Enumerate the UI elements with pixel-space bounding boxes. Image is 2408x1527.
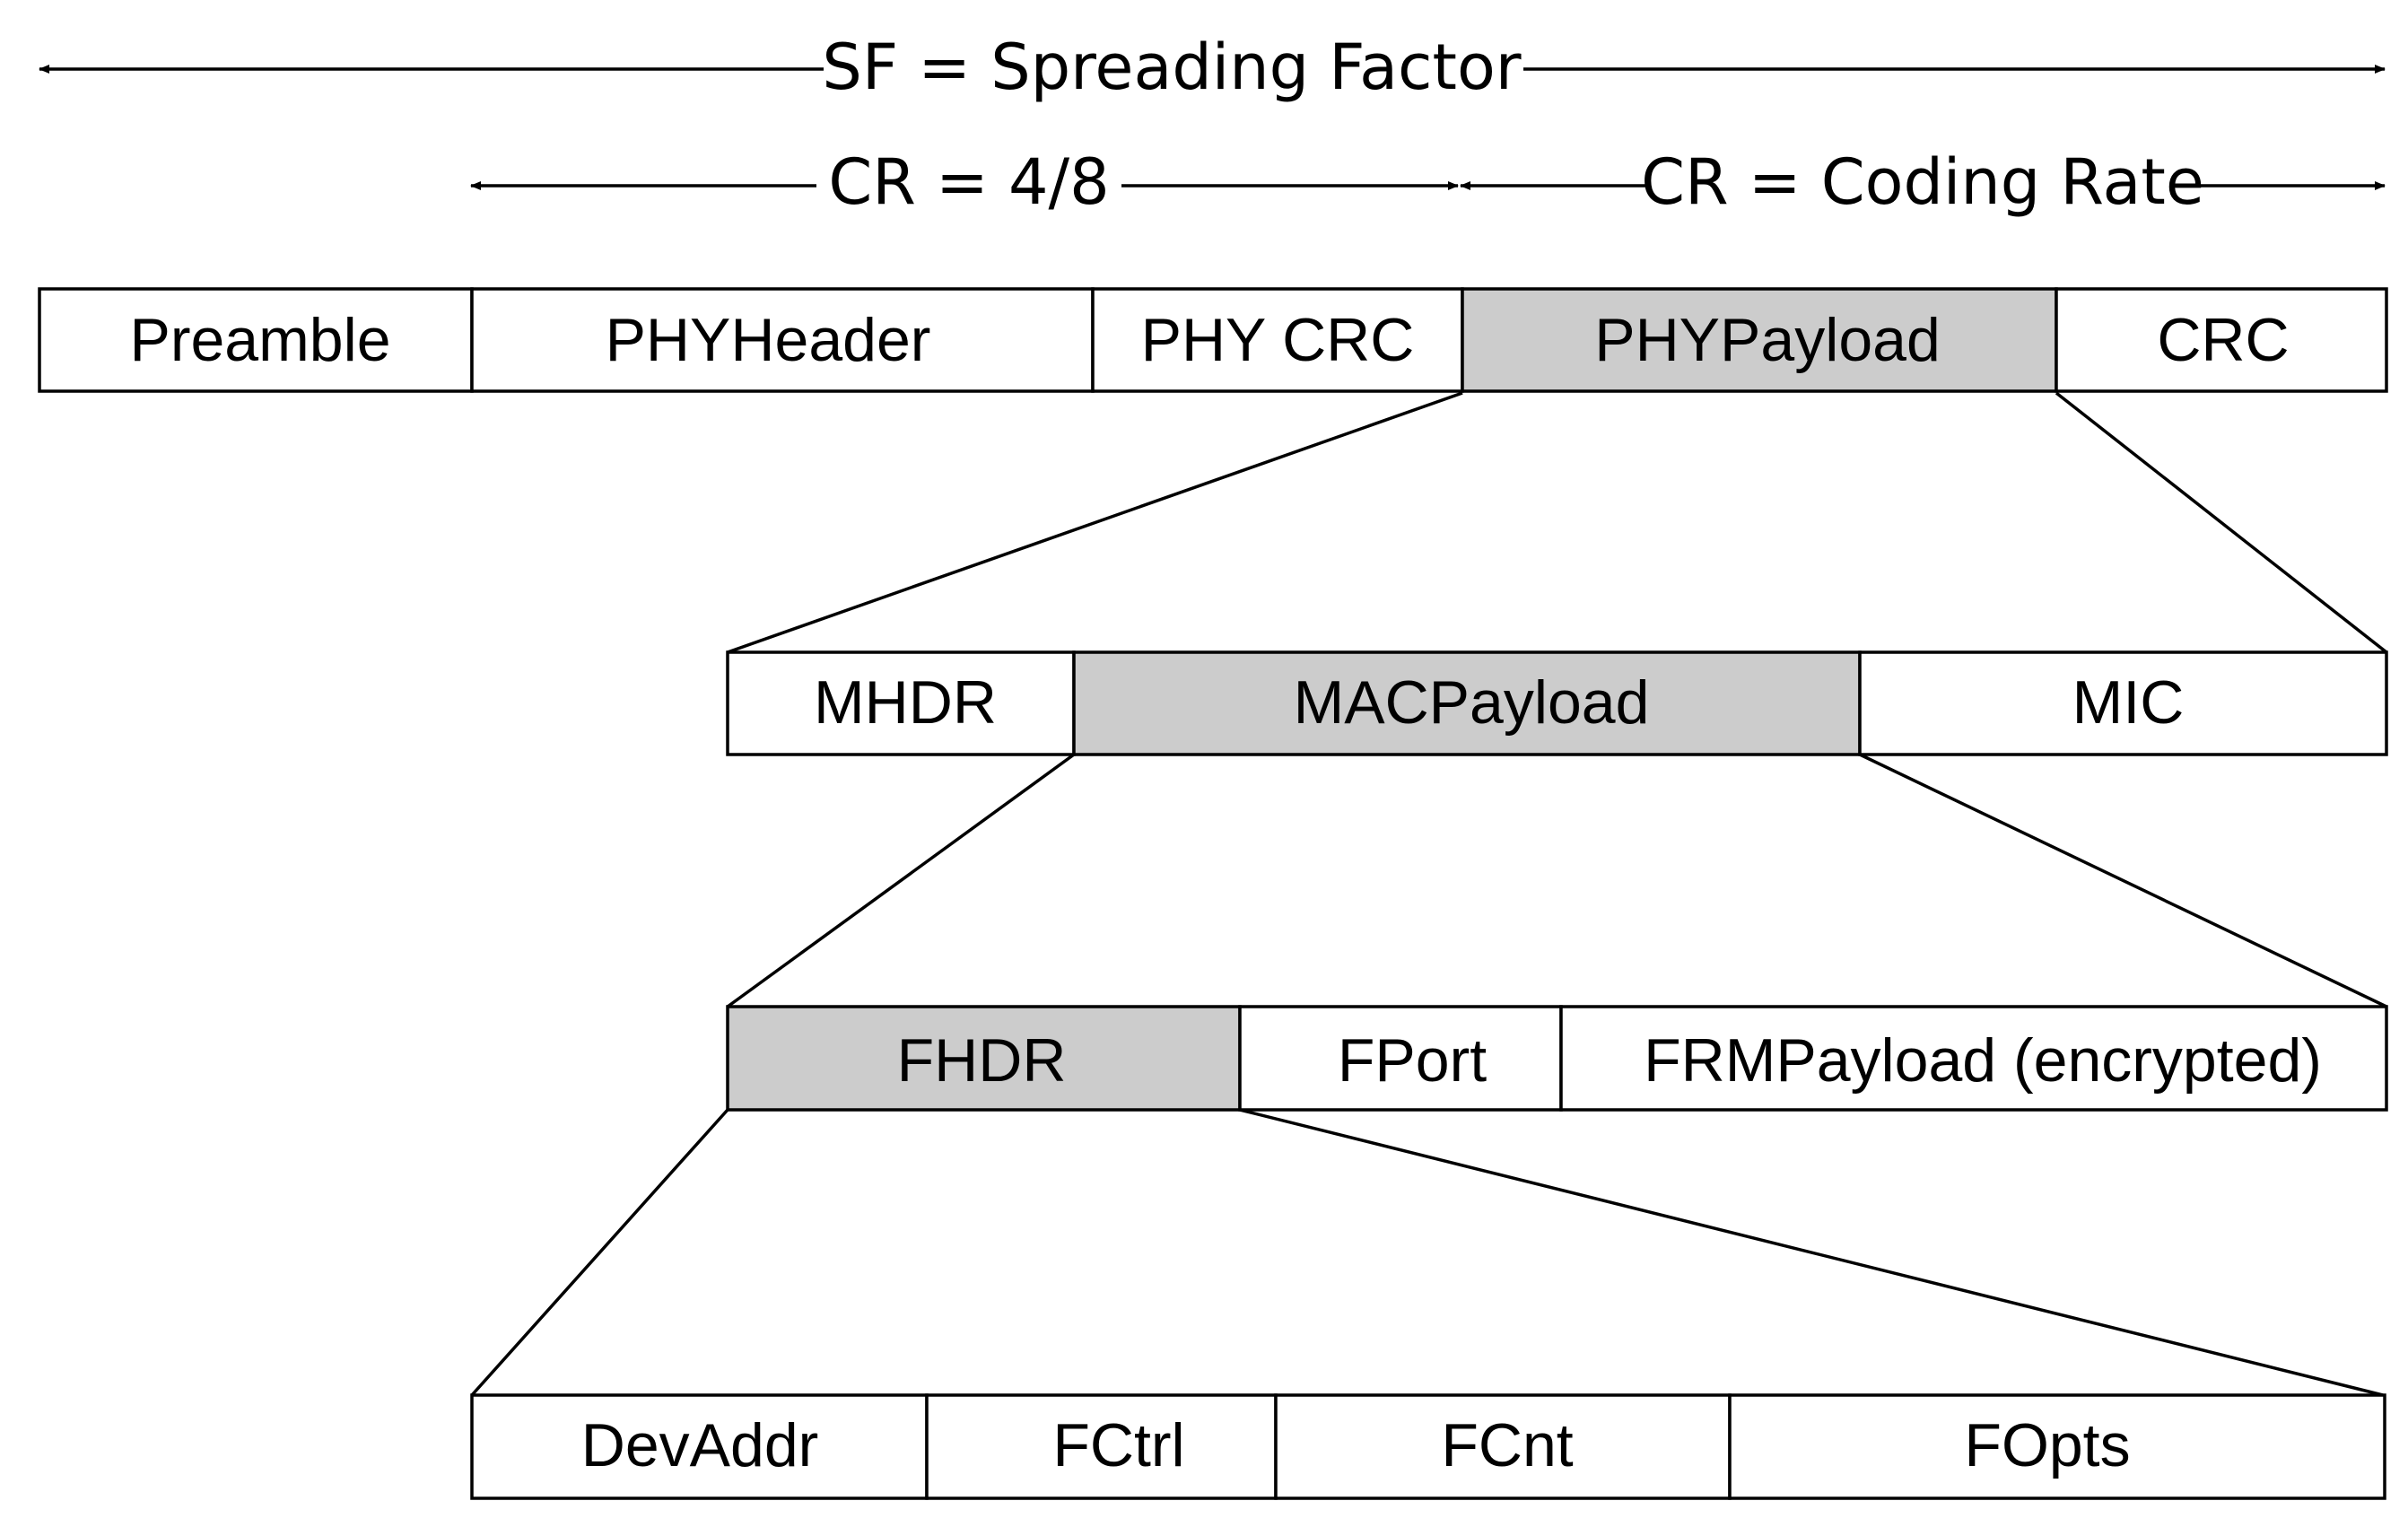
zoom-connectors — [470, 391, 2388, 1397]
phy-segment-preamble — [38, 287, 474, 393]
fhdr-segment-fopts — [1728, 1393, 2386, 1500]
mac-segment-mhdr — [726, 650, 1076, 756]
mac-segment-label: MIC — [2072, 668, 2185, 737]
phy-segment-label: Preamble — [129, 306, 390, 374]
macpayload-to-frame-right — [1859, 753, 2387, 1008]
mac-frame-row: MHDR MACPayload MIC — [726, 650, 2388, 756]
phy-segment-label: PHYHeader — [606, 306, 931, 374]
frame-segment-label: FPort — [1338, 1026, 1487, 1095]
phy-segment-label: PHY CRC — [1141, 306, 1415, 374]
phy-segment-label: CRC — [2157, 306, 2289, 374]
fhdr-segment-devaddr — [470, 1393, 929, 1500]
mac-segment-mic — [1858, 650, 2388, 756]
fhdr-segment-label: FCtrl — [1052, 1411, 1184, 1479]
frame-segment-fhdr — [726, 1005, 1242, 1112]
macpayload-to-frame-left — [726, 753, 1076, 1008]
frame-segment-frmpayload — [1559, 1005, 2388, 1112]
frame-segment-fport — [1238, 1005, 1563, 1112]
phy-frame-row: Preamble PHYHeader PHY CRC PHYPayload CR… — [38, 287, 2388, 393]
frame-segment-label: FRMPayload (encrypted) — [1644, 1026, 2322, 1095]
fhdr-segment-label: FOpts — [1964, 1411, 2130, 1479]
fhdr-to-fields-right — [1239, 1108, 2384, 1397]
spreading-factor-scale: SF = Spreading Factor — [39, 31, 2386, 104]
mac-segment-macpayload — [1072, 650, 1862, 756]
fhdr-segment-label: DevAddr — [581, 1411, 819, 1479]
phy-segment-crc — [2055, 287, 2388, 393]
cr-payload-label: CR = Coding Rate — [1641, 145, 2204, 219]
phypayload-to-mac-right — [2055, 391, 2388, 654]
fhdr-segment-label: FCnt — [1441, 1411, 1573, 1479]
fhdr-segment-fcnt — [1274, 1393, 1732, 1500]
sf-label: SF = Spreading Factor — [822, 31, 1521, 104]
fhdr-segment-fctrl — [925, 1393, 1278, 1500]
frame-segment-label: FHDR — [897, 1026, 1067, 1095]
phy-segment-phypayload — [1461, 287, 2058, 393]
phypayload-to-mac-left — [727, 391, 1463, 654]
coding-rate-scale: CR = 4/8 CR = Coding Rate — [470, 145, 2386, 219]
mac-segment-label: MHDR — [814, 668, 997, 737]
fhdr-to-fields-left — [470, 1108, 729, 1397]
mac-payload-fields-row: FHDR FPort FRMPayload (encrypted) — [726, 1005, 2388, 1112]
cr-header-label: CR = 4/8 — [828, 145, 1109, 219]
phy-segment-label: PHYPayload — [1594, 306, 1941, 374]
fhdr-fields-row: DevAddr FCtrl FCnt FOpts — [470, 1393, 2386, 1500]
mac-segment-label: MACPayload — [1294, 668, 1650, 737]
